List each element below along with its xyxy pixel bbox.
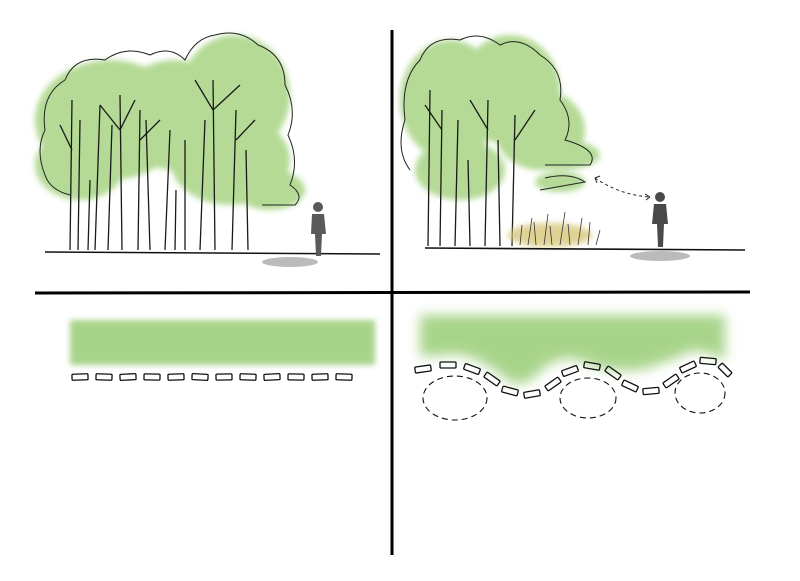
bidirectional-arrow-icon	[594, 175, 651, 201]
stepping-stone-icon	[143, 373, 161, 381]
shadow-left	[262, 257, 318, 267]
stepping-stone-icon	[191, 372, 209, 382]
person-icon	[311, 202, 326, 256]
stepping-stone-icon	[95, 373, 113, 381]
stepping-stone-icon	[263, 372, 281, 382]
stepping-stone-icon	[167, 373, 185, 381]
stepping-stone-icon	[71, 373, 89, 381]
stepping-stone-icon	[561, 365, 579, 377]
shadow-right	[630, 251, 690, 261]
panel-forest-edge-graduated	[400, 35, 746, 261]
person-icon	[652, 192, 668, 247]
path-straight	[71, 372, 353, 382]
stepping-stone-icon	[523, 389, 541, 399]
panel-plan-undulating	[414, 315, 733, 421]
canopy-outline-right	[400, 35, 593, 191]
stepping-stone-icon	[287, 373, 305, 381]
stepping-stone-icon	[583, 361, 601, 371]
stepping-stone-icon	[717, 362, 733, 378]
stepping-stone-icon	[501, 385, 519, 397]
stepping-stone-icon	[439, 361, 457, 369]
stepping-stone-icon	[335, 373, 353, 381]
circle-outline-icon	[422, 375, 488, 421]
tree-trunks-left	[59, 79, 256, 251]
canopy-band-undulating	[420, 315, 725, 384]
meadow-shrub-layer	[508, 211, 601, 247]
tree-trunks-right	[424, 89, 536, 247]
stepping-stone-icon	[679, 360, 697, 374]
stepping-stone-icon	[699, 356, 717, 366]
ground-line-right	[424, 247, 746, 251]
stepping-stone-icon	[311, 373, 329, 381]
stepping-stone-icon	[621, 379, 639, 393]
canopy-mass-right	[400, 35, 600, 200]
stepping-stone-icon	[544, 376, 562, 392]
stepping-stone-icon	[239, 373, 257, 381]
stepping-stone-icon	[662, 373, 680, 389]
stepping-stone-icon	[483, 371, 501, 387]
circle-outline-icon	[559, 377, 617, 419]
circle-outline-icon	[674, 372, 726, 414]
clearing-outlines	[422, 372, 726, 421]
canopy-band-straight	[70, 320, 375, 365]
stepping-stone-icon	[215, 373, 233, 381]
stepping-stone-icon	[642, 386, 660, 396]
stepping-stone-icon	[414, 364, 432, 374]
horizontal-divider	[34, 290, 751, 295]
canopy-mass-left	[35, 35, 305, 210]
panel-forest-edge-abrupt	[35, 32, 381, 267]
ground-line-left	[44, 251, 381, 255]
stepping-stone-icon	[463, 363, 481, 375]
stepping-stone-icon	[119, 372, 137, 382]
panel-plan-straight	[70, 320, 375, 382]
canopy-outline-left	[39, 32, 300, 206]
stepping-stone-icon	[604, 365, 622, 381]
path-undulating	[414, 356, 733, 399]
